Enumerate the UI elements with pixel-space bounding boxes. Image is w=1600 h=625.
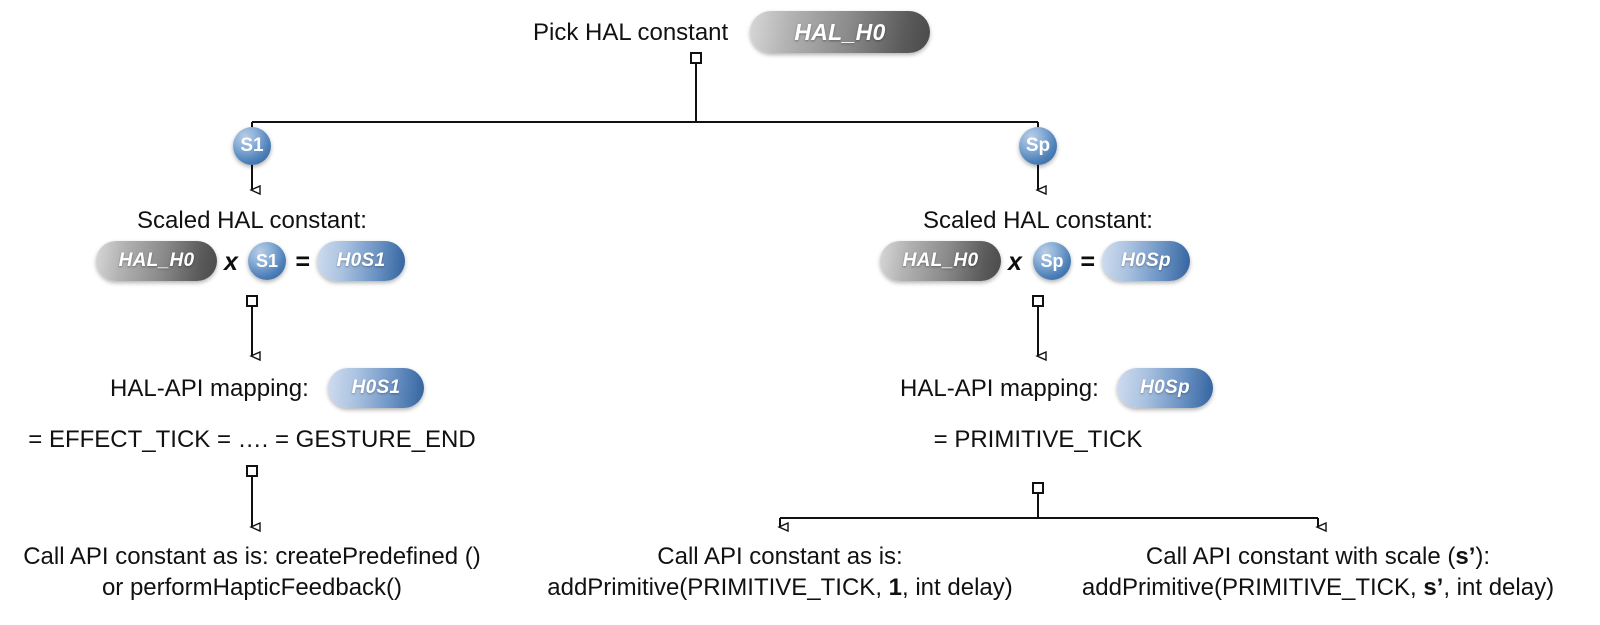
root-pill-hal-h0[interactable]: HAL_H0 bbox=[750, 11, 930, 53]
right-mapping-pill-h0sp[interactable]: H0Sp bbox=[1117, 368, 1213, 408]
root-label: Pick HAL constant bbox=[533, 19, 729, 46]
left-leaf-line1: Call API constant as is: createPredefine… bbox=[23, 543, 481, 570]
right-leaf-scaled-line1-prefix: Call API constant with scale ( bbox=[1145, 543, 1456, 570]
right-leaf-scaled-call-suffix: , int delay) bbox=[1443, 574, 1555, 601]
left-leaf-node: Call API constant as is: createPredefine… bbox=[0, 541, 512, 603]
right-leaf-scaled-line1-emphasis: s’ bbox=[1455, 543, 1476, 570]
branch-badge-s1[interactable]: S1 bbox=[233, 127, 271, 165]
right-leaf-scaled-line1-suffix: ): bbox=[1475, 543, 1491, 570]
left-mapping-expansion: = EFFECT_TICK = …. = GESTURE_END bbox=[28, 426, 476, 453]
right-scaled-operand-sp[interactable]: Sp bbox=[1033, 242, 1071, 280]
right-scaled-result-h0sp[interactable]: H0Sp bbox=[1102, 241, 1190, 281]
right-leaf-scaled-call-prefix: addPrimitive(PRIMITIVE_TICK, bbox=[1081, 574, 1424, 601]
right-mapping-label: HAL-API mapping: bbox=[900, 375, 1099, 402]
right-leaf-scaled-call-emphasis: s’ bbox=[1423, 574, 1444, 601]
right-mapping-expansion: = PRIMITIVE_TICK bbox=[933, 426, 1143, 453]
left-scaled-operand-s1[interactable]: S1 bbox=[248, 242, 286, 280]
right-leaf-scaled-line1: Call API constant with scale (s’): bbox=[1048, 541, 1588, 572]
right-scaled-times-operator: x bbox=[1008, 248, 1022, 276]
right-leaf-as-is-call-suffix: , int delay) bbox=[902, 574, 1013, 601]
left-scaled-equals-operator: = bbox=[295, 248, 310, 276]
left-mapping-pill-h0s1[interactable]: H0S1 bbox=[328, 368, 424, 408]
right-scaled-equals-operator: = bbox=[1080, 248, 1095, 276]
right-leaf-scaled-call: addPrimitive(PRIMITIVE_TICK, s’, int del… bbox=[1048, 572, 1588, 603]
left-scaled-times-operator: x bbox=[224, 248, 238, 276]
right-leaf-as-is-call-emphasis: 1 bbox=[888, 574, 903, 601]
left-mapping-label: HAL-API mapping: bbox=[110, 375, 309, 402]
left-scaled-operand-hal-h0[interactable]: HAL_H0 bbox=[96, 241, 217, 281]
right-leaf-as-is-call-prefix: addPrimitive(PRIMITIVE_TICK, bbox=[547, 574, 889, 601]
left-scaled-label: Scaled HAL constant: bbox=[137, 207, 367, 234]
right-scaled-operand-hal-h0[interactable]: HAL_H0 bbox=[880, 241, 1001, 281]
right-scaled-label: Scaled HAL constant: bbox=[923, 207, 1153, 234]
right-leaf-scaled-node: Call API constant with scale (s’): addPr… bbox=[1048, 541, 1588, 603]
right-leaf-as-is-call: addPrimitive(PRIMITIVE_TICK, 1, int dela… bbox=[515, 572, 1045, 603]
branch-badge-sp[interactable]: Sp bbox=[1019, 127, 1057, 165]
left-leaf-line2: or performHapticFeedback() bbox=[101, 574, 403, 601]
left-scaled-result-h0s1[interactable]: H0S1 bbox=[317, 241, 405, 281]
right-leaf-as-is-node: Call API constant as is: addPrimitive(PR… bbox=[515, 541, 1045, 603]
right-leaf-as-is-line1: Call API constant as is: bbox=[657, 543, 903, 570]
